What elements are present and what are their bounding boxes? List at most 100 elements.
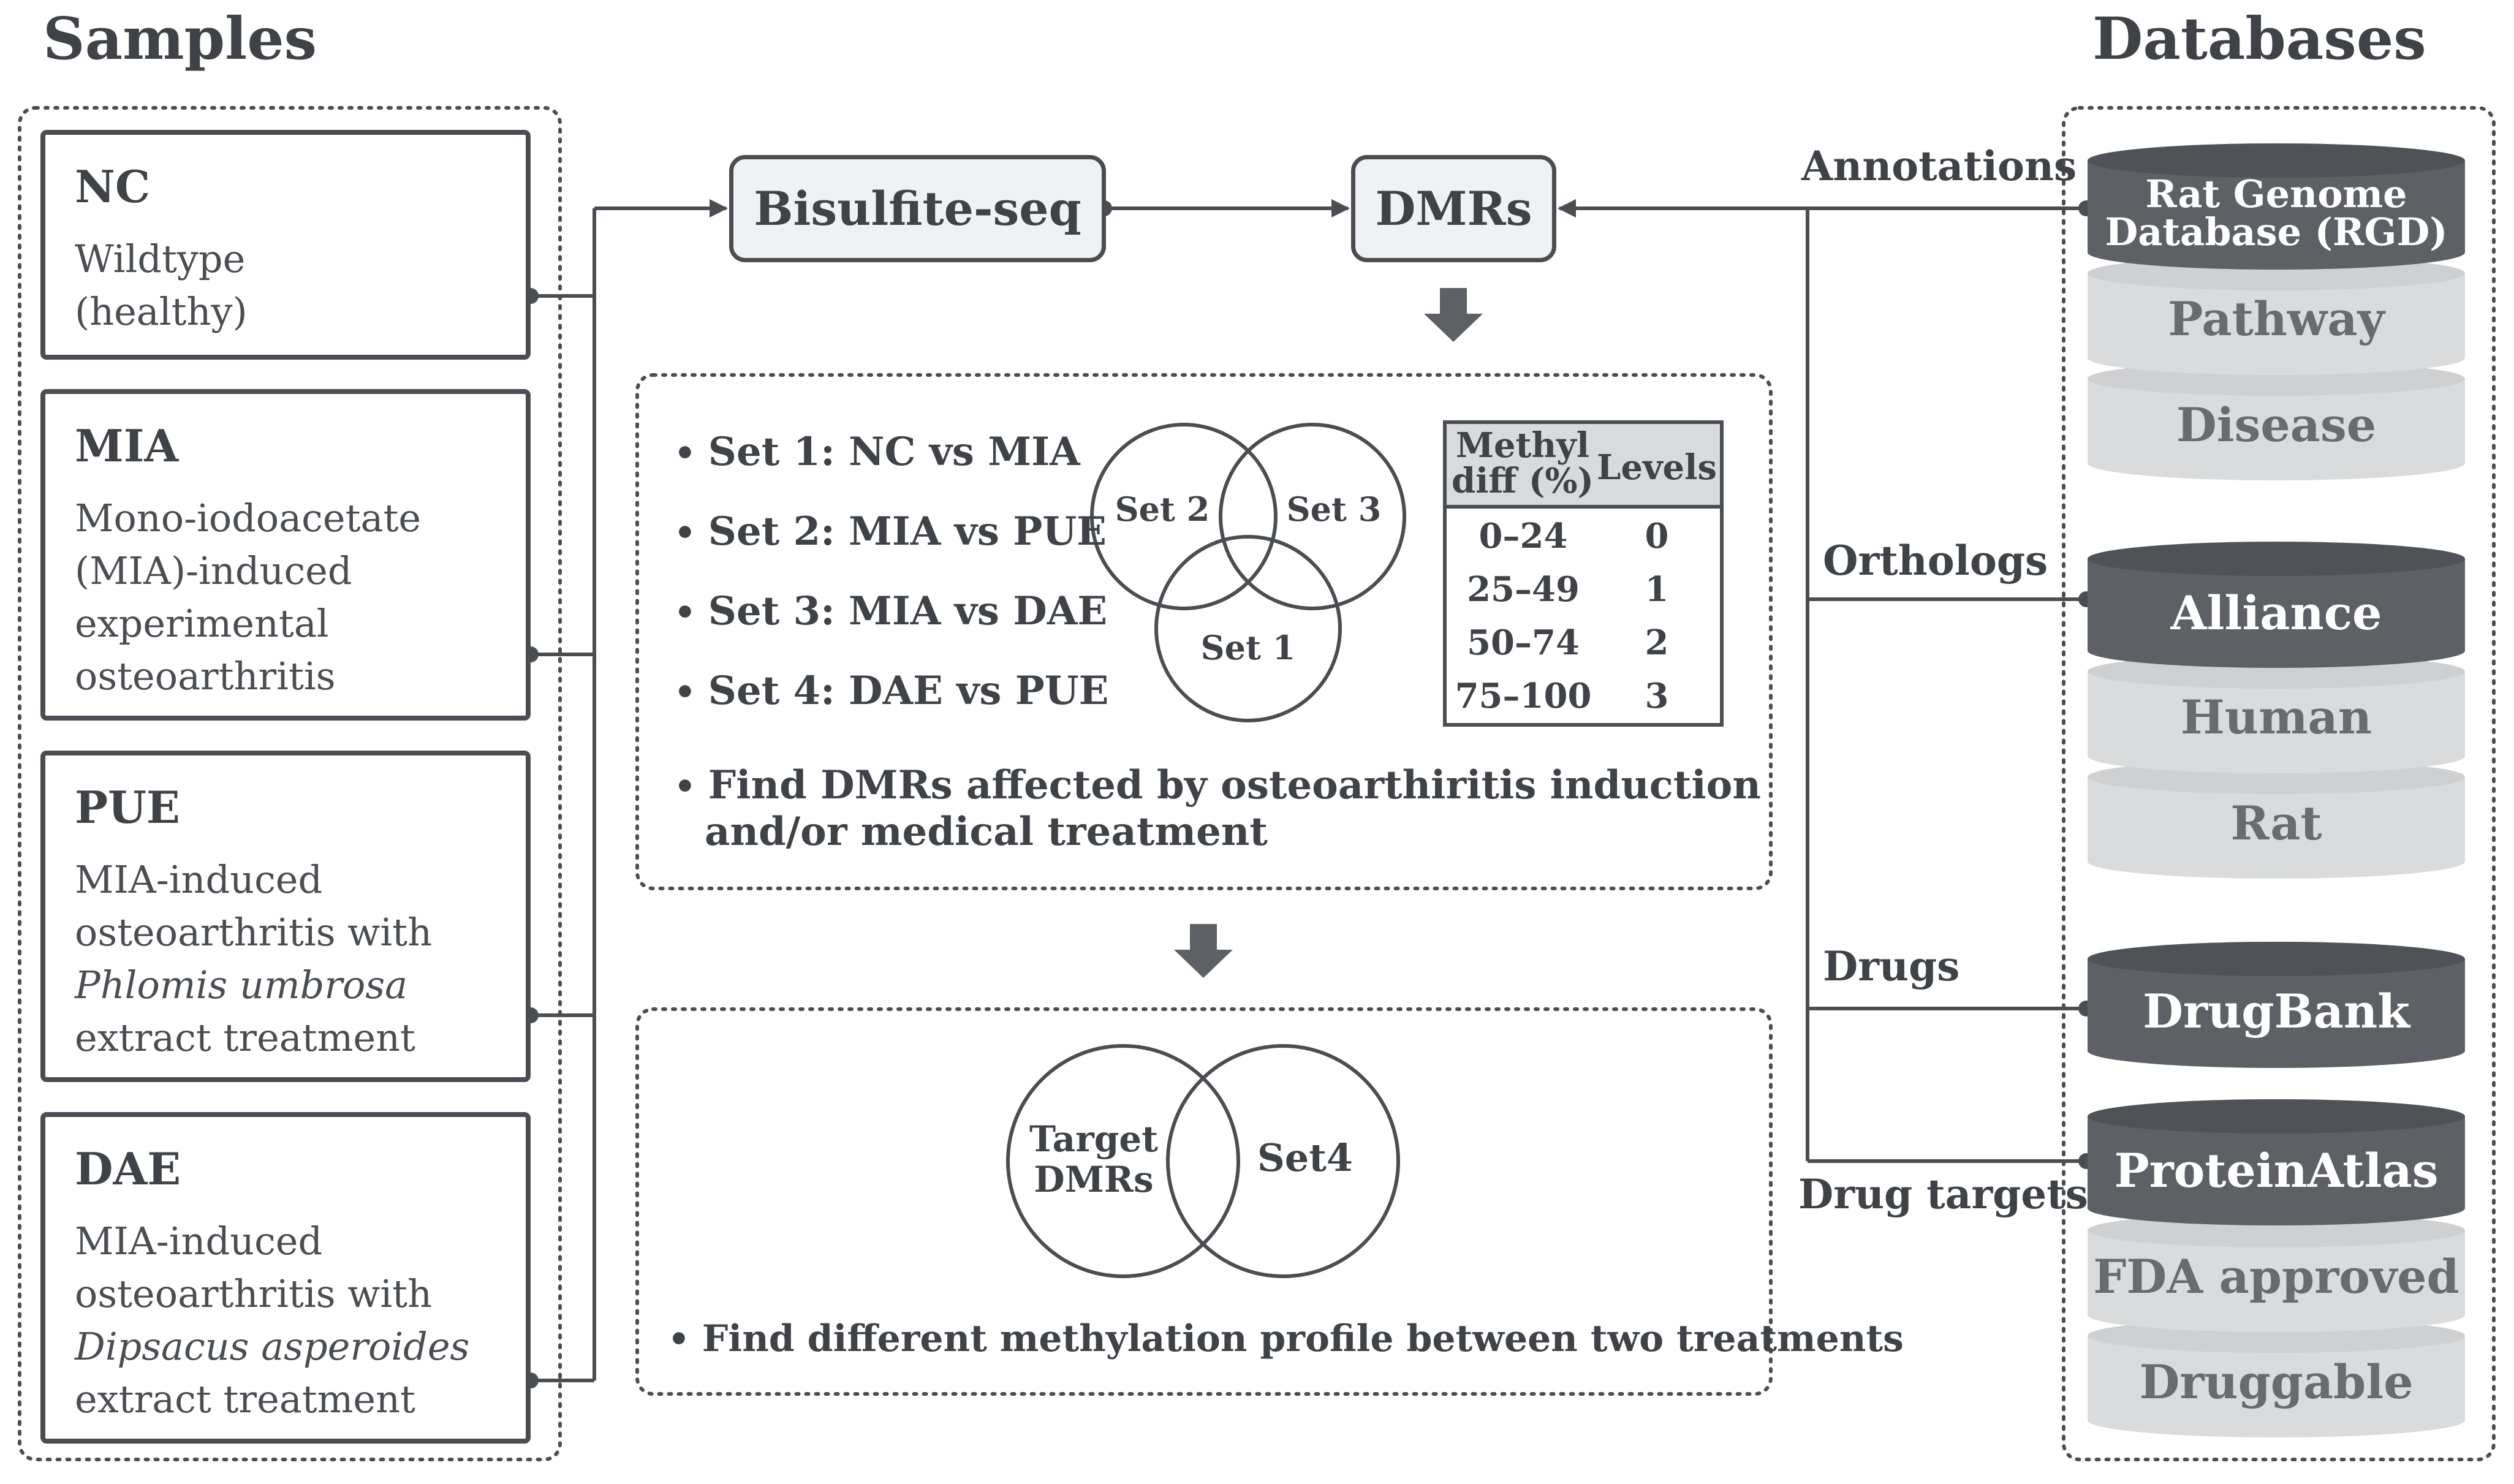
- table-cell-level: 3: [1645, 676, 1669, 716]
- sample-desc-line: Wildtype: [75, 237, 246, 281]
- edge-label-drugs: Drugs: [1823, 942, 1960, 990]
- set-bullet-text: Set 1: NC vs MIA: [708, 429, 1080, 475]
- find-dmrs-text: •Find DMRs affected by osteoarthiritis i…: [674, 762, 1761, 855]
- table-header-methyl-line2: diff (%): [1451, 461, 1594, 501]
- sample-name: MIA: [75, 420, 179, 472]
- venn-label-set3: Set 3: [1287, 490, 1382, 529]
- table-header-levels: Levels: [1597, 447, 1717, 488]
- sample-name: NC: [75, 161, 151, 213]
- samples-group-outline: [18, 106, 562, 1461]
- sample-box-nc: NC Wildtype (healthy): [40, 130, 531, 360]
- db-pathway-label: Pathway: [2168, 291, 2385, 346]
- set-bullet: •Set 2: MIA vs PUE: [674, 509, 1107, 555]
- table-cell-range: 25–49: [1467, 569, 1580, 610]
- edge-label-orthologs: Orthologs: [1823, 537, 2048, 585]
- find-dmrs-line1: Find DMRs affected by osteoarthiritis in…: [708, 762, 1761, 808]
- edge-label-drug-targets: Drug targets: [1798, 1170, 2088, 1218]
- db-druggable-label: Druggable: [2139, 1354, 2414, 1409]
- set-bullet: •Set 1: NC vs MIA: [674, 429, 1080, 475]
- db-alliance-cylinder: [2088, 542, 2465, 668]
- table-cell-level: 2: [1645, 623, 1669, 663]
- sample-desc-line-italic: Dipsacus asperoides: [75, 1324, 470, 1369]
- table-header-methyl: Methyl diff (%): [1449, 428, 1596, 499]
- venn-circle-target-dmrs: [1006, 1044, 1240, 1278]
- db-rgd-line1: Rat Genome: [2145, 172, 2407, 216]
- sample-desc-line: MIA-induced: [75, 857, 323, 902]
- database-cylinders: [2088, 143, 2465, 1437]
- set-bullet-text: Set 3: MIA vs DAE: [708, 588, 1108, 634]
- sample-desc-line: extract treatment: [75, 1377, 415, 1422]
- sample-name: PUE: [75, 781, 180, 833]
- target-panel-outline: [635, 1007, 1773, 1396]
- sample-box-dae: DAE MIA-induced osteoarthritis with Dips…: [40, 1112, 531, 1444]
- venn-label-set1: Set 1: [1201, 628, 1296, 667]
- sample-desc-line: MIA-induced: [75, 1219, 323, 1263]
- db-proteinatlas-cylinder: [2088, 1099, 2465, 1225]
- venn-label-target-line1: Target: [1029, 1118, 1158, 1160]
- venn-circle-set1: [1154, 535, 1342, 722]
- venn-label-set4: Set4: [1257, 1135, 1353, 1180]
- dmrs-box: DMRs: [1351, 155, 1556, 262]
- sample-desc-line: osteoarthritis with: [75, 1271, 433, 1316]
- venn-circle-set4: [1166, 1044, 1400, 1278]
- sample-box-pue: PUE MIA-induced osteoarthritis with Phlo…: [40, 751, 531, 1082]
- table-cell-range: 50–74: [1467, 623, 1580, 663]
- sample-name: DAE: [75, 1143, 181, 1195]
- bisulfite-seq-box: Bisulfite-seq: [729, 155, 1106, 262]
- venn-circle-set2: [1090, 423, 1278, 610]
- sample-desc-line-italic: Phlomis umbrosa: [75, 963, 408, 1007]
- down-arrow-to-sets: [1424, 288, 1483, 342]
- edge-label-annotations: Annotations: [1801, 142, 2077, 190]
- sample-desc-line: extract treatment: [75, 1015, 415, 1060]
- find-dmrs-line2: and/or medical treatment: [705, 809, 1268, 855]
- databases-header: Databases: [2092, 5, 2426, 73]
- db-rgd-cylinder: [2088, 143, 2465, 270]
- set-bullet-text: Set 4: DAE vs PUE: [708, 668, 1109, 714]
- sample-connectors: [531, 199, 728, 1382]
- set-bullet-text: Set 2: MIA vs PUE: [708, 509, 1107, 555]
- sample-desc-line: Mono-iodoacetate: [75, 496, 422, 540]
- table-cell-range: 0–24: [1478, 516, 1568, 556]
- venn-label-set2: Set 2: [1115, 490, 1210, 529]
- table-cell-level: 0: [1645, 516, 1669, 556]
- db-alliance-label: Alliance: [2170, 585, 2382, 640]
- sample-description: Wildtype (healthy): [75, 233, 248, 338]
- down-arrow-to-target: [1174, 924, 1233, 978]
- db-disease-label: Disease: [2176, 397, 2377, 452]
- find-profile-line: Find different methylation profile betwe…: [702, 1317, 1904, 1360]
- sample-desc-line: (healthy): [75, 289, 248, 334]
- sets-venn: [1090, 423, 1406, 722]
- venn-label-target-line2: DMRs: [1034, 1159, 1153, 1200]
- samples-header: Samples: [43, 5, 317, 73]
- target-venn: [1006, 1044, 1400, 1278]
- databases-group-outline: [2062, 106, 2496, 1461]
- db-proteinatlas-label: ProteinAtlas: [2114, 1143, 2439, 1198]
- table-cell-level: 1: [1645, 569, 1669, 610]
- sample-desc-line: osteoarthritis with: [75, 910, 433, 955]
- db-human-label: Human: [2181, 689, 2372, 744]
- sets-panel-outline: [635, 373, 1773, 890]
- db-fda-approved-label: FDA approved: [2093, 1249, 2459, 1304]
- db-rat-label: Rat: [2230, 795, 2322, 850]
- sample-description: MIA-induced osteoarthritis with Phlomis …: [75, 854, 432, 1064]
- sample-desc-line: osteoarthritis: [75, 654, 336, 698]
- db-rgd-label: Rat Genome Database (RGD): [2086, 170, 2466, 256]
- table-cell-range: 75–100: [1455, 676, 1592, 716]
- sample-desc-line: (MIA)-induced: [75, 548, 352, 593]
- table-header: [1447, 424, 1720, 509]
- db-drugbank-cylinder: [2088, 942, 2465, 1068]
- sample-description: MIA-induced osteoarthritis with Dipsacus…: [75, 1215, 469, 1426]
- set-bullet: •Set 3: MIA vs DAE: [674, 588, 1108, 634]
- database-connectors: [1558, 199, 2086, 1163]
- sample-description: Mono-iodoacetate (MIA)-induced experimen…: [75, 492, 421, 703]
- db-rgd-line2: Database (RGD): [2105, 210, 2448, 254]
- sample-desc-line: experimental: [75, 601, 329, 646]
- table-header-methyl-line1: Methyl: [1455, 425, 1589, 466]
- venn-circle-set3: [1219, 423, 1406, 610]
- methylation-level-table: Methyl diff (%) Levels 0–24 0 25–49 1 50…: [1443, 420, 1724, 727]
- sample-box-mia: MIA Mono-iodoacetate (MIA)-induced exper…: [40, 389, 531, 721]
- db-drugbank-label: DrugBank: [2143, 983, 2410, 1039]
- find-profile-text: •Find different methylation profile betw…: [668, 1317, 1904, 1360]
- set-bullet: •Set 4: DAE vs PUE: [674, 668, 1109, 714]
